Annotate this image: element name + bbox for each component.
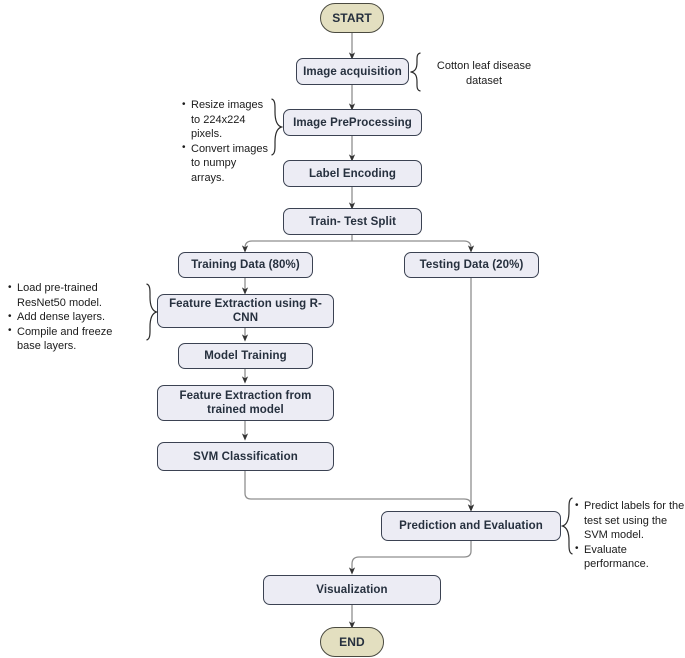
brace-preprocessing-icon [271, 98, 283, 156]
node-prediction-evaluation-label: Prediction and Evaluation [399, 520, 543, 532]
list-item: Compile and freeze base layers. [8, 324, 138, 354]
annotation-evaluation-list: Predict labels for the test set using th… [575, 499, 685, 572]
node-feature-extraction-rcnn[interactable]: Feature Extraction using R-CNN [157, 294, 334, 328]
node-train-test-split[interactable]: Train- Test Split [283, 208, 422, 235]
node-label-encoding-label: Label Encoding [308, 167, 396, 180]
list-item: Load pre-trained ResNet50 model. [8, 281, 138, 310]
node-end-label: END [339, 635, 365, 649]
node-feature-extraction-trained[interactable]: Feature Extraction from trained model [157, 385, 334, 421]
brace-rcnn-icon [146, 283, 158, 341]
annotation-dataset: Cotton leaf disease dataset [424, 59, 544, 88]
annotation-dataset-line2: dataset [465, 74, 503, 87]
node-feature-extraction-rcnn-label: Feature Extraction using R-CNN [169, 298, 322, 324]
node-svm-classification[interactable]: SVM Classification [157, 442, 334, 471]
annotation-preprocessing-list: Resize images to 224x224 pixels. Convert… [182, 98, 270, 185]
node-training-data-label: Training Data (80%) [191, 259, 300, 271]
list-item: Add dense layers. [8, 310, 138, 325]
annotation-rcnn-list: Load pre-trained ResNet50 model. Add den… [8, 281, 138, 354]
node-image-acquisition[interactable]: Image acquisition [296, 58, 409, 85]
node-model-training-label: Model Training [204, 350, 287, 362]
node-testing-data-label: Testing Data (20%) [419, 259, 524, 271]
brace-dataset-icon [410, 52, 421, 92]
annotation-evaluation-steps: Predict labels for the test set using th… [575, 499, 685, 572]
annotation-rcnn-steps: Load pre-trained ResNet50 model. Add den… [8, 281, 138, 354]
list-item: Predict labels for the test set using th… [575, 499, 685, 543]
node-label-encoding[interactable]: Label Encoding [283, 160, 422, 187]
list-item: Evaluate performance. [575, 542, 685, 572]
node-feature-extraction-trained-label: Feature Extraction from trained model [179, 390, 312, 416]
annotation-dataset-line1: Cotton leaf disease [436, 60, 532, 72]
list-item: Convert images to numpy arrays. [182, 141, 270, 186]
node-model-training[interactable]: Model Training [178, 343, 313, 369]
edge-predict-visualize [348, 541, 472, 575]
edge-split-testdata [352, 240, 475, 253]
edge-svm-predict [244, 471, 475, 512]
node-svm-classification-label: SVM Classification [193, 450, 298, 463]
node-end[interactable]: END [320, 627, 384, 657]
node-start-label: START [332, 11, 372, 25]
node-image-preprocessing-label: Image PreProcessing [293, 116, 412, 129]
edge-split-traindata [241, 240, 352, 253]
node-testing-data[interactable]: Testing Data (20%) [404, 252, 539, 278]
node-train-test-split-label: Train- Test Split [308, 215, 397, 228]
annotation-preprocessing-steps: Resize images to 224x224 pixels. Convert… [182, 98, 270, 185]
list-item: Resize images to 224x224 pixels. [182, 98, 270, 142]
brace-evaluation-icon [561, 497, 573, 555]
node-visualization[interactable]: Visualization [263, 575, 441, 605]
node-visualization-label: Visualization [316, 584, 388, 596]
node-image-acquisition-label: Image acquisition [303, 65, 402, 78]
node-start[interactable]: START [320, 3, 384, 33]
node-prediction-evaluation[interactable]: Prediction and Evaluation [381, 511, 561, 541]
node-training-data[interactable]: Training Data (80%) [178, 252, 313, 278]
node-image-preprocessing[interactable]: Image PreProcessing [283, 109, 422, 136]
